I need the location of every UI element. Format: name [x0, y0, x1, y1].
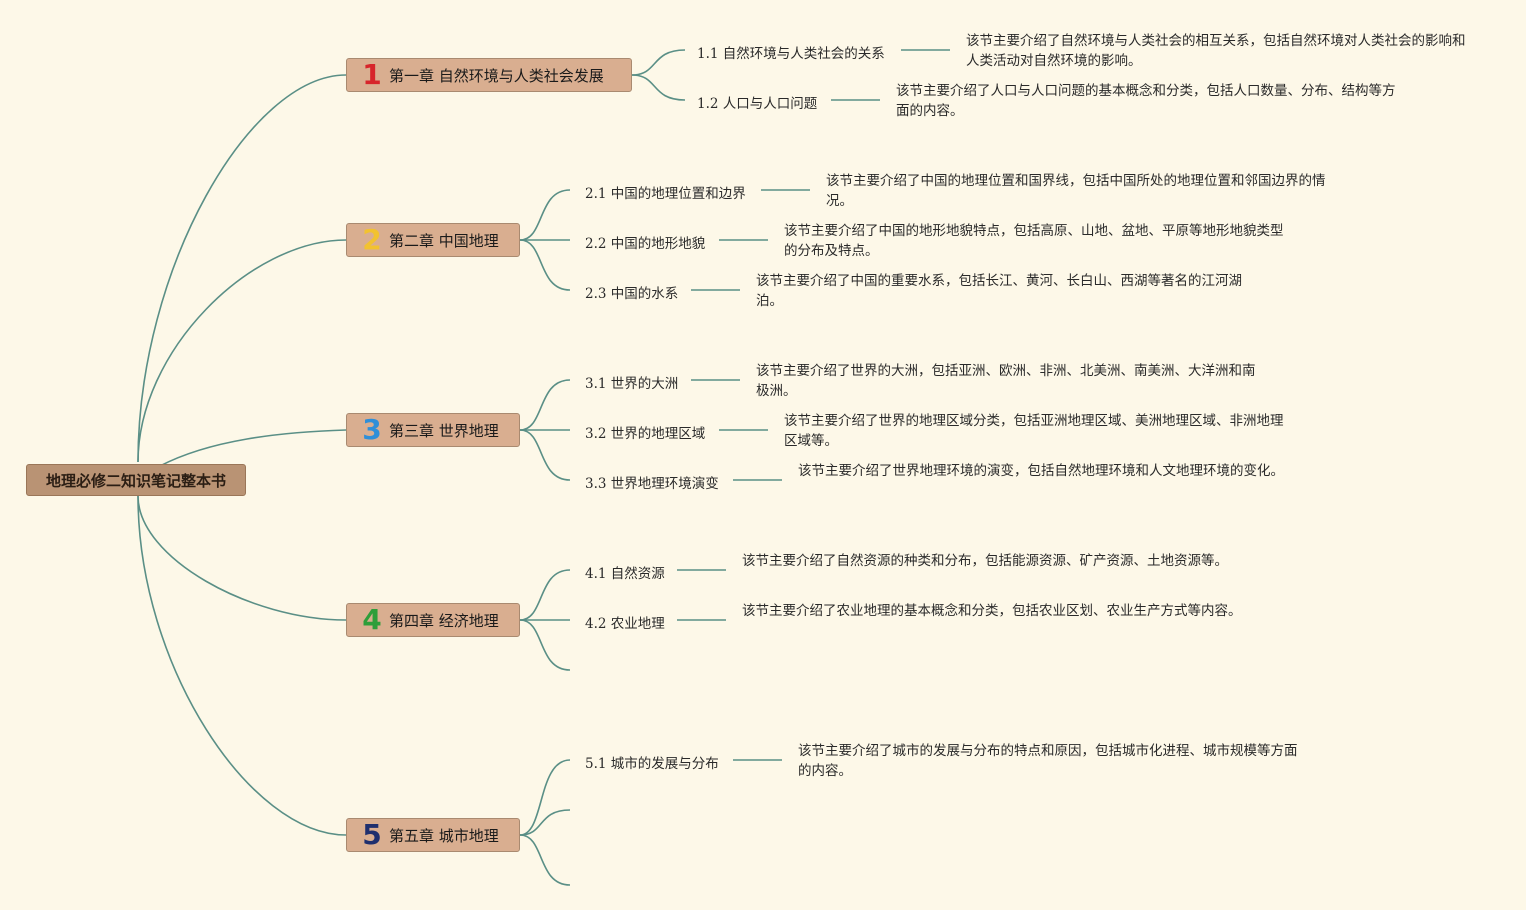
section-desc-2-3: 该节主要介绍了中国的重要水系，包括长江、黄河、长白山、西湖等著名的江河湖泊。: [756, 273, 1242, 309]
section-node-2-3[interactable]: 2.3 中国的水系: [585, 286, 679, 302]
chapter-label: 第三章 世界地理: [389, 421, 499, 440]
link-root-chapter-4: [137, 495, 347, 621]
chapter-node-2[interactable]: 2 第二章 中国地理: [346, 223, 520, 257]
root-node[interactable]: 地理必修二知识笔记整本书: [26, 464, 246, 496]
chapter-label: 第四章 经济地理: [389, 611, 499, 630]
section-node-3-2[interactable]: 3.2 世界的地理区域: [585, 426, 706, 442]
link-chapter-4-section-1: [519, 569, 571, 621]
section-desc-3-2: 该节主要介绍了世界的地理区域分类，包括亚洲地理区域、美洲地理区域、非洲地理区域等…: [784, 413, 1284, 449]
link-chapter-3-section-3: [519, 429, 571, 481]
section-desc-5-1: 该节主要介绍了城市的发展与分布的特点和原因，包括城市化进程、城市规模等方面的内容…: [798, 743, 1298, 779]
link-chapter-5-section-1: [519, 759, 571, 836]
section-desc-2-2: 该节主要介绍了中国的地形地貌特点，包括高原、山地、盆地、平原等地形地貌类型的分布…: [784, 223, 1284, 259]
chapter-node-1[interactable]: 1 第一章 自然环境与人类社会发展: [346, 58, 632, 92]
number-1-icon: 1: [362, 58, 382, 91]
link-chapter-1-section-1: [631, 49, 686, 76]
section-desc-2-1: 该节主要介绍了中国的地理位置和国界线，包括中国所处的地理位置和邻国边界的情况。: [826, 173, 1326, 209]
link-chapter-2-section-3: [519, 239, 571, 291]
link-chapter-4-section-3: [519, 619, 571, 671]
chapter-label: 第二章 中国地理: [389, 231, 499, 250]
link-root-chapter-2: [137, 239, 347, 463]
section-node-3-1[interactable]: 3.1 世界的大洲: [585, 376, 679, 392]
section-node-1-1[interactable]: 1.1 自然环境与人类社会的关系: [697, 46, 885, 62]
section-desc-4-1: 该节主要介绍了自然资源的种类和分布，包括能源资源、矿产资源、土地资源等。: [742, 553, 1228, 569]
number-2-icon: 2: [362, 223, 382, 256]
section-node-4-1[interactable]: 4.1 自然资源: [585, 566, 665, 582]
section-desc-1-2: 该节主要介绍了人口与人口问题的基本概念和分类，包括人口数量、分布、结构等方面的内…: [896, 83, 1396, 119]
link-chapter-1-section-2: [631, 74, 686, 101]
section-node-3-3[interactable]: 3.3 世界地理环境演变: [585, 476, 719, 492]
section-desc-4-2: 该节主要介绍了农业地理的基本概念和分类，包括农业区划、农业生产方式等内容。: [742, 603, 1242, 619]
section-node-4-2[interactable]: 4.2 农业地理: [585, 616, 665, 632]
chapter-label: 第五章 城市地理: [389, 826, 499, 845]
link-root-chapter-1: [137, 74, 347, 463]
chapter-node-3[interactable]: 3 第三章 世界地理: [346, 413, 520, 447]
section-desc-3-1: 该节主要介绍了世界的大洲，包括亚洲、欧洲、非洲、北美洲、南美洲、大洋洲和南极洲。: [756, 363, 1256, 399]
section-node-5-1[interactable]: 5.1 城市的发展与分布: [585, 756, 719, 772]
link-root-chapter-5: [137, 495, 347, 836]
link-chapter-2-section-1: [519, 189, 571, 241]
section-node-2-2[interactable]: 2.2 中国的地形地貌: [585, 236, 706, 252]
link-chapter-5-section-3: [519, 834, 571, 886]
chapter-label: 第一章 自然环境与人类社会发展: [389, 66, 604, 85]
section-desc-3-3: 该节主要介绍了世界地理环境的演变，包括自然地理环境和人文地理环境的变化。: [798, 463, 1284, 479]
number-5-icon: 5: [362, 818, 382, 851]
section-node-1-2[interactable]: 1.2 人口与人口问题: [697, 96, 818, 112]
link-root-chapter-3: [159, 429, 347, 467]
section-node-2-1[interactable]: 2.1 中国的地理位置和边界: [585, 186, 746, 202]
number-4-icon: 4: [362, 603, 382, 636]
link-chapter-5-section-2: [519, 809, 571, 836]
number-3-icon: 3: [362, 413, 382, 446]
link-chapter-3-section-1: [519, 379, 571, 431]
root-label: 地理必修二知识笔记整本书: [45, 471, 226, 490]
chapter-node-5[interactable]: 5 第五章 城市地理: [346, 818, 520, 852]
section-desc-1-1: 该节主要介绍了自然环境与人类社会的相互关系，包括自然环境对人类社会的影响和人类活…: [966, 33, 1466, 69]
chapter-node-4[interactable]: 4 第四章 经济地理: [346, 603, 520, 637]
